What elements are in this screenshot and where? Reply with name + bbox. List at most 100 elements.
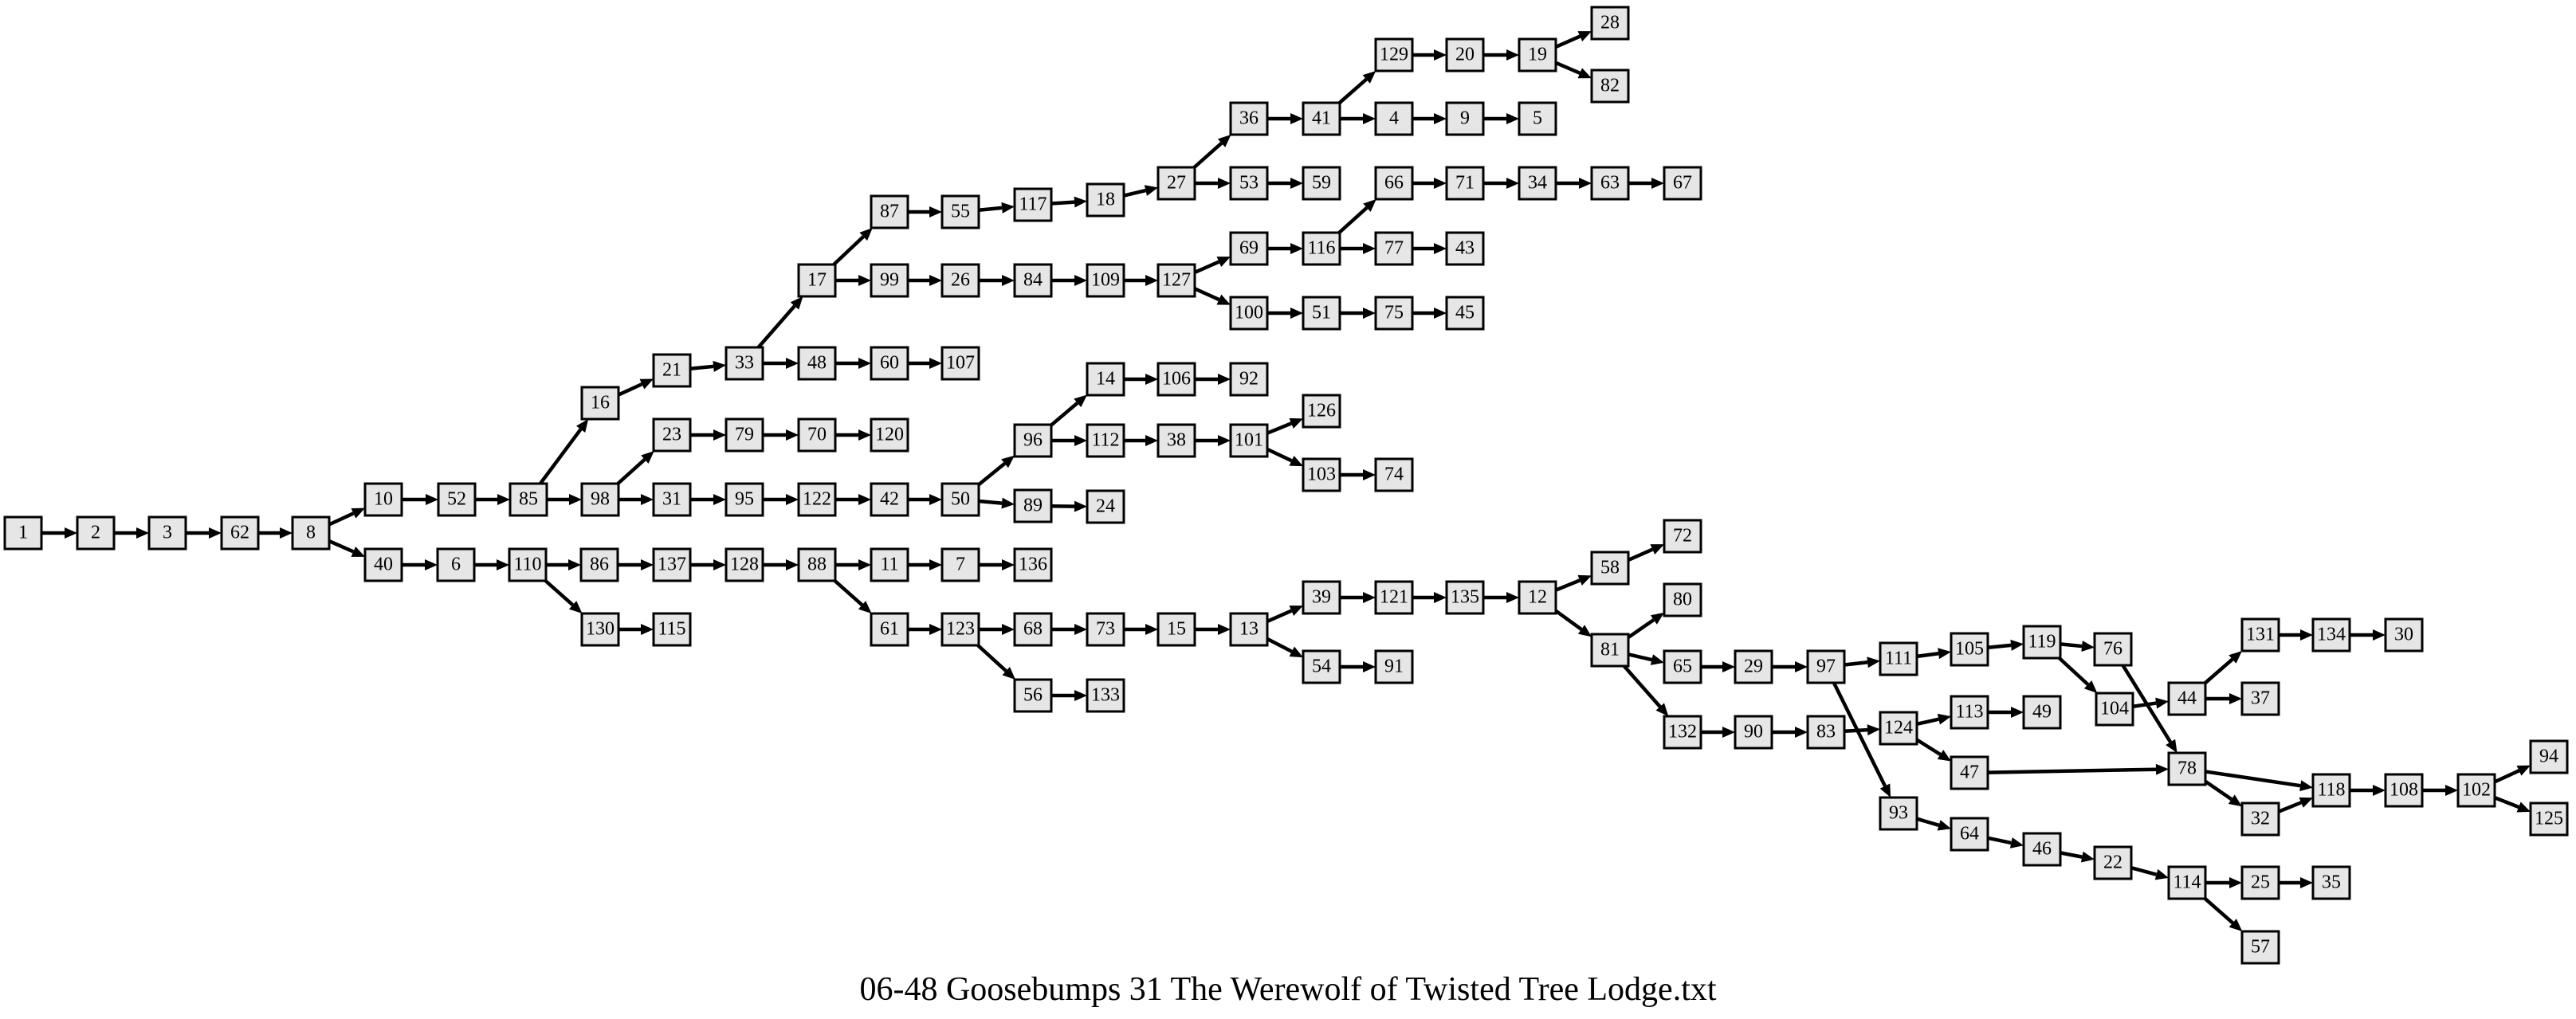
node-box xyxy=(580,612,620,647)
node-86: 86 xyxy=(579,547,619,582)
edge-95-to-122 xyxy=(763,494,799,505)
arrowhead-icon xyxy=(1363,592,1376,603)
arrowhead-icon xyxy=(1655,703,1669,716)
node-label: 72 xyxy=(1673,526,1692,547)
edge-line xyxy=(1266,421,1293,435)
node-38: 38 xyxy=(1156,423,1196,458)
node-label: 7 xyxy=(956,555,965,575)
arrowhead-icon xyxy=(2011,707,2024,718)
arrowhead-icon xyxy=(786,358,799,369)
node-31: 31 xyxy=(652,482,692,517)
arrowhead-icon xyxy=(1937,820,1951,831)
node-box xyxy=(1086,678,1125,713)
node-label: 109 xyxy=(1091,270,1120,291)
node-box xyxy=(1445,580,1485,615)
node-1: 1 xyxy=(3,515,43,551)
node-64: 64 xyxy=(1950,817,1989,852)
node-label: 134 xyxy=(2317,625,2346,645)
arrowhead-icon xyxy=(786,559,799,570)
edge-line xyxy=(1554,609,1583,631)
node-label: 130 xyxy=(586,619,615,640)
node-label: 58 xyxy=(1600,558,1620,578)
edge-78-to-118 xyxy=(2205,770,2313,792)
node-label: 83 xyxy=(1816,722,1836,743)
node-label: 100 xyxy=(1235,303,1263,323)
node-107: 107 xyxy=(940,346,980,381)
node-69: 69 xyxy=(1229,231,1269,266)
node-61: 61 xyxy=(870,612,909,647)
arrowhead-icon xyxy=(1002,559,1015,570)
arrowhead-icon xyxy=(1434,178,1447,189)
node-box xyxy=(1086,182,1125,218)
node-66: 66 xyxy=(1374,166,1414,201)
node-box xyxy=(2022,695,2062,730)
edge-line xyxy=(1555,34,1581,49)
node-label: 29 xyxy=(1744,656,1763,677)
edge-13-to-54 xyxy=(1266,637,1303,658)
edge-60-to-107 xyxy=(908,358,942,369)
edge-97-to-93 xyxy=(1832,682,1891,798)
edge-96-to-112 xyxy=(1051,435,1087,446)
edge-19-to-82 xyxy=(1555,61,1592,79)
node-label: 84 xyxy=(1023,270,1043,291)
arrowhead-icon xyxy=(2228,794,2242,807)
node-label: 127 xyxy=(1162,270,1191,291)
node-59: 59 xyxy=(1302,166,1341,201)
node-103: 103 xyxy=(1302,457,1341,492)
node-label: 8 xyxy=(306,523,316,543)
node-label: 88 xyxy=(807,555,827,575)
arrowhead-icon xyxy=(575,419,589,433)
node-box xyxy=(652,612,692,647)
node-box xyxy=(652,547,692,582)
node-label: 28 xyxy=(1600,13,1620,33)
edge-122-to-42 xyxy=(835,494,871,505)
node-9: 9 xyxy=(1445,101,1485,136)
node-box xyxy=(1013,263,1053,298)
arrowhead-icon xyxy=(1002,624,1015,635)
node-label: 120 xyxy=(875,425,904,445)
node-box xyxy=(2095,692,2134,727)
edge-103-to-74 xyxy=(1340,469,1376,480)
node-label: 121 xyxy=(1380,587,1408,608)
edge-line xyxy=(2204,657,2234,684)
node-48: 48 xyxy=(797,346,837,381)
edge-84-to-109 xyxy=(1051,275,1087,286)
node-32: 32 xyxy=(2240,801,2280,837)
edge-132-to-90 xyxy=(1701,727,1735,738)
edge-119-to-76 xyxy=(2060,641,2095,653)
edge-8-to-10 xyxy=(328,508,365,527)
edge-63-to-67 xyxy=(1628,178,1664,189)
node-80: 80 xyxy=(1663,582,1702,617)
node-119: 119 xyxy=(2022,625,2062,660)
edge-52-to-85 xyxy=(475,494,510,505)
arrowhead-icon xyxy=(1577,625,1592,637)
node-box xyxy=(1950,695,1989,730)
edge-line xyxy=(1050,402,1079,427)
node-134: 134 xyxy=(2311,617,2351,653)
node-54: 54 xyxy=(1302,649,1341,684)
node-label: 135 xyxy=(1451,587,1479,608)
arrowhead-icon xyxy=(1145,374,1158,385)
node-50: 50 xyxy=(940,482,980,517)
arrowhead-icon xyxy=(1363,661,1376,672)
node-label: 32 xyxy=(2251,809,2270,829)
arrowhead-icon xyxy=(929,358,942,369)
arrowhead-icon xyxy=(2081,641,2095,653)
graph-caption: 06-48 Goosebumps 31 The Werewolf of Twis… xyxy=(859,971,1717,1008)
edge-14-to-106 xyxy=(1124,374,1158,385)
node-43: 43 xyxy=(1445,231,1485,266)
node-label: 117 xyxy=(1019,194,1046,215)
arrowhead-icon xyxy=(1579,178,1592,189)
edge-36-to-41 xyxy=(1267,113,1303,124)
node-112: 112 xyxy=(1086,423,1125,458)
edge-124-to-113 xyxy=(1916,713,1951,727)
node-label: 52 xyxy=(447,489,466,510)
edge-48-to-60 xyxy=(835,358,871,369)
node-label: 34 xyxy=(1528,173,1547,194)
edge-line xyxy=(1338,77,1368,104)
node-126: 126 xyxy=(1302,394,1341,429)
node-box xyxy=(1302,166,1341,201)
arrowhead-icon xyxy=(1217,135,1231,147)
